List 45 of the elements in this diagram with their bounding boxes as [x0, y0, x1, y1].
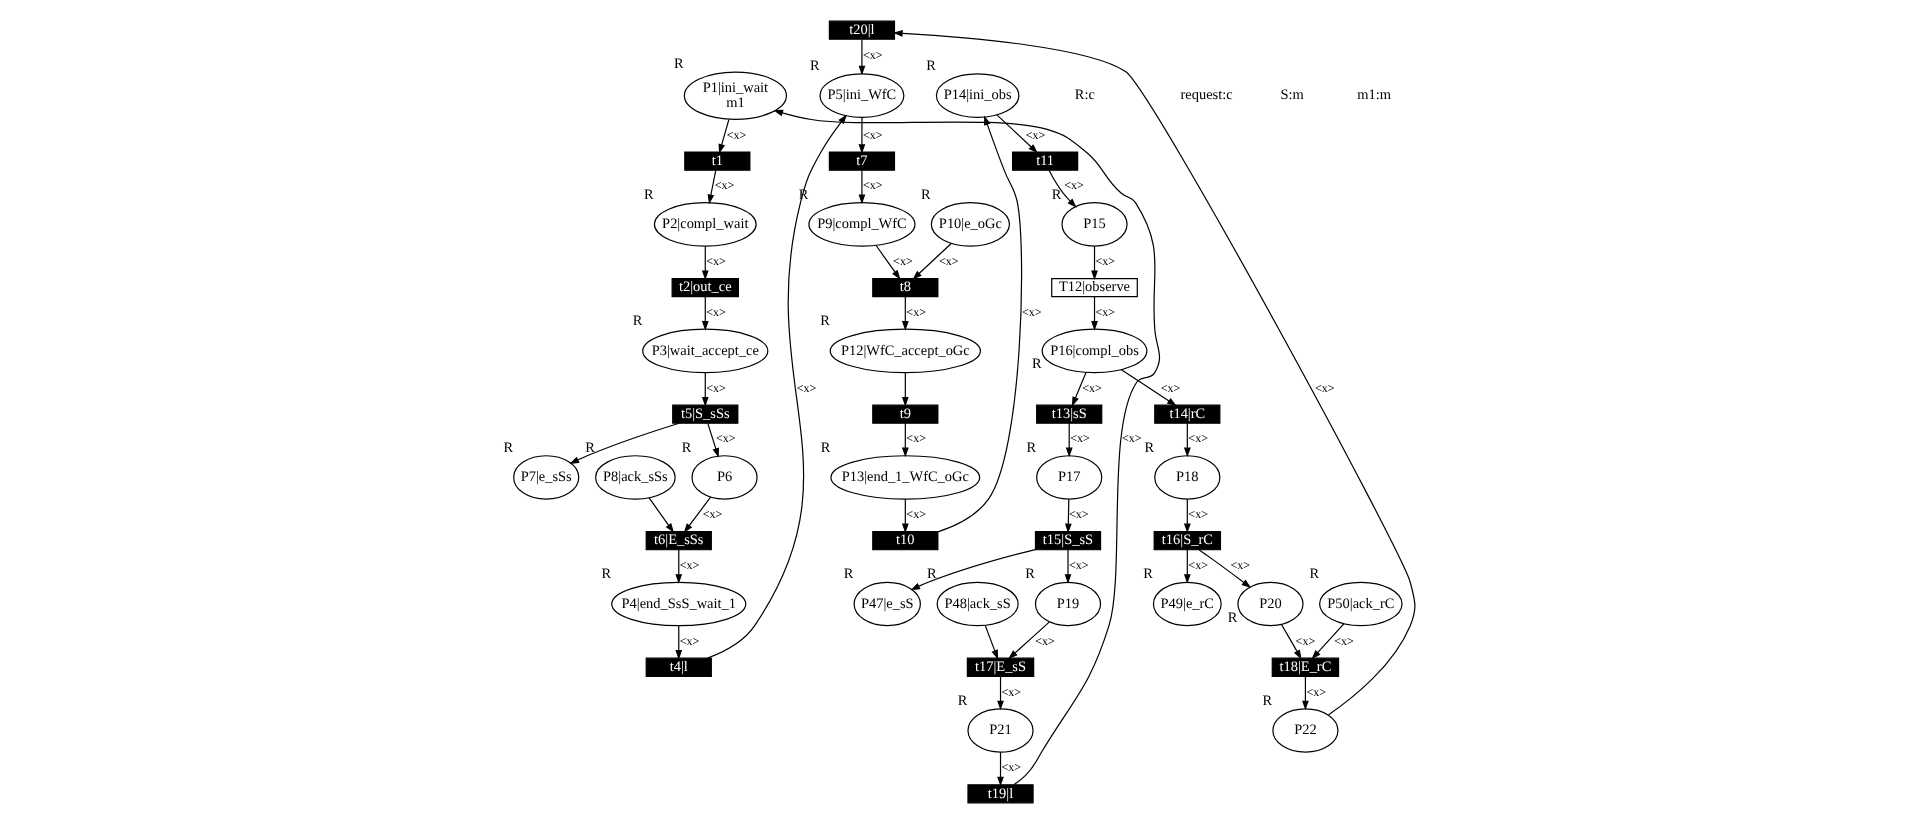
arrow	[909, 548, 1035, 591]
arrow	[900, 372, 908, 407]
arrow	[568, 422, 679, 464]
arrow	[1301, 675, 1308, 711]
arrow	[1182, 498, 1190, 534]
arrow	[1279, 623, 1301, 660]
arrow	[1063, 549, 1071, 584]
arrow	[700, 296, 708, 331]
arrow	[1182, 549, 1190, 584]
arrow	[647, 497, 673, 533]
arrow	[1047, 169, 1076, 208]
arrow	[857, 116, 865, 154]
arrow	[700, 245, 708, 281]
arrow	[1090, 245, 1097, 281]
arrow	[700, 372, 708, 407]
arrow	[892, 29, 1415, 716]
arrow	[857, 169, 865, 205]
arrow	[900, 296, 908, 331]
arrow	[1064, 422, 1072, 458]
arrow	[772, 109, 1160, 786]
arrow	[674, 549, 682, 584]
arrow	[706, 169, 716, 205]
arrow	[900, 498, 908, 534]
arrow	[1119, 369, 1176, 406]
arrow	[911, 242, 951, 280]
arrow	[996, 751, 1003, 787]
arrow	[857, 39, 865, 76]
arrow	[1197, 549, 1251, 588]
arrow	[1310, 623, 1344, 660]
arrow	[717, 119, 729, 154]
arrow	[996, 675, 1003, 711]
arrow	[995, 114, 1037, 154]
arrow	[936, 115, 1022, 533]
arrow	[874, 244, 900, 280]
arrow	[1007, 621, 1049, 660]
arrow	[705, 114, 846, 659]
arrow	[1090, 296, 1097, 331]
arrow	[1070, 371, 1086, 407]
arrow	[983, 624, 998, 660]
arrow	[1182, 422, 1190, 458]
arrow	[682, 496, 711, 533]
arrow	[706, 422, 718, 458]
arrow	[674, 625, 682, 660]
arrow	[900, 422, 908, 458]
arrow	[1063, 498, 1071, 534]
